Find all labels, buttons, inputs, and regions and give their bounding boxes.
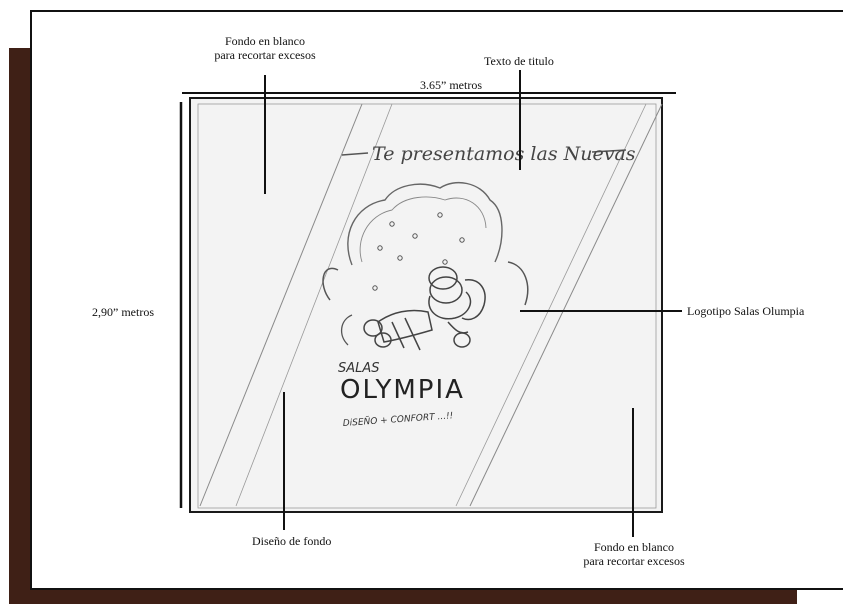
diagonal-line-left-outer (199, 103, 363, 507)
cloud-dot (389, 221, 395, 227)
cloud-dot (412, 233, 418, 239)
sketch-brand-small: SALAS (338, 361, 380, 376)
cloud-inner-sketch (359, 196, 487, 263)
label-bottom-right-background-line1: Fondo en blanco (594, 540, 674, 554)
left-swoosh-lower (341, 314, 353, 346)
label-bottom-right-background-line2: para recortar excesos (583, 554, 685, 568)
sketch-headline: Te presentamos las Nuevas (372, 143, 636, 165)
diagonal-line-left-inner (235, 103, 393, 507)
headline-dash-right (591, 149, 627, 153)
label-top-left-background: Fondo en blanco para recortar excesos (210, 34, 320, 62)
cloud-dot (377, 245, 383, 251)
label-top-left-background-line1: Fondo en blanco (225, 34, 305, 48)
character-sketch (363, 266, 486, 351)
label-height-dimension: 2,90” metros (92, 305, 154, 319)
cloud-dot (397, 255, 403, 261)
right-swoosh (507, 261, 529, 306)
cloud-dot (442, 259, 448, 265)
diagonal-line-right-inner (455, 103, 647, 507)
headline-dash-left (341, 152, 369, 156)
label-background-design: Diseño de fondo (252, 534, 332, 548)
label-bottom-right-background: Fondo en blanco para recortar excesos (572, 540, 696, 568)
pencil-frame (197, 103, 657, 509)
sketch-paper (189, 97, 663, 513)
left-swoosh (322, 267, 339, 301)
label-logo: Logotipo Salas Olumpia (687, 304, 805, 318)
cloud-dot (459, 237, 465, 243)
cloud-dot (372, 285, 378, 291)
label-width-dimension: 3.65” metros (420, 78, 482, 92)
label-top-left-background-line2: para recortar excesos (214, 48, 316, 62)
sketch-brand-main: OLYMPIA (340, 375, 465, 405)
diagonal-line-right-outer (469, 103, 663, 507)
cloud-sketch (347, 181, 503, 266)
cloud-dot (437, 212, 443, 218)
label-title-text: Texto de titulo (484, 54, 554, 68)
